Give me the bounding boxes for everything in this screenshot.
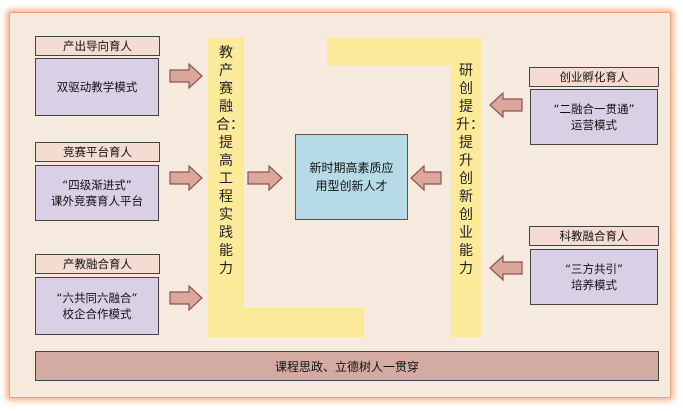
arrow-right-pillar-to-center <box>410 164 442 192</box>
arrow-left-pillar-to-center <box>247 164 283 192</box>
right-module-1-label: 创业孵化育人 <box>529 67 659 87</box>
arrow-left-module-3 <box>169 284 203 312</box>
left-module-2-label: 竞赛平台育人 <box>35 142 160 162</box>
left-module-1-label: 产出导向育人 <box>35 36 160 56</box>
left-pillar-foot <box>208 308 364 337</box>
arrow-right-module-1 <box>489 91 523 119</box>
arrow-left-module-2 <box>169 164 203 192</box>
bottom-bar: 课程思政、立德树人一贯穿 <box>35 351 659 381</box>
center-goal-box: 新时期高素质应 用型创新人才 <box>295 134 408 220</box>
arrow-right-module-2 <box>489 254 523 282</box>
left-module-2-content: “四级渐进式” 课外竞赛育人平台 <box>35 165 159 221</box>
left-module-3-label: 产教融合育人 <box>35 254 160 274</box>
left-pillar <box>208 37 244 337</box>
left-module-3-content: “六共同六融合” 校企合作模式 <box>35 277 159 335</box>
right-module-2-label: 科教融合育人 <box>529 226 659 246</box>
right-module-2-content: “三方共引” 培养模式 <box>530 249 658 305</box>
arrow-left-module-1 <box>169 62 203 90</box>
left-module-1-content: 双驱动教学模式 <box>35 58 159 116</box>
right-module-1-content: “二融合一贯通” 运营模式 <box>530 89 658 145</box>
right-pillar <box>451 37 481 337</box>
